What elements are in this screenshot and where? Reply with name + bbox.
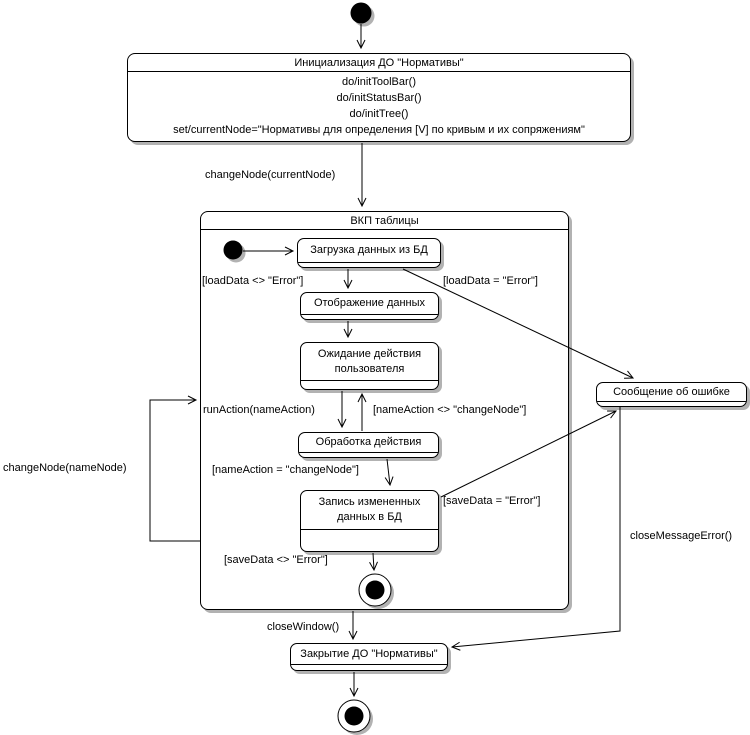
state-title: Загрузка данных из БД — [310, 244, 428, 256]
label-savedata-ok: [saveData <> "Error"] — [224, 554, 328, 566]
state-action-line: do/initTree() — [349, 108, 409, 120]
state-title: ВКП таблицы — [201, 212, 568, 230]
state-compartment — [299, 452, 438, 457]
state-action-line: do/initToolBar() — [342, 76, 416, 88]
label-close-window: closeWindow() — [267, 621, 340, 633]
state-process-action: Обработка действия — [298, 432, 439, 458]
state-title: Отображение данных — [313, 297, 426, 309]
state-actions: do/initToolBar() do/initStatusBar() do/i… — [128, 72, 630, 138]
label-close-message-error: closeMessageError() — [630, 530, 733, 542]
state-action-line: set/currentNode="Нормативы для определен… — [173, 124, 585, 136]
label-loaddata-error: [loadData = "Error"] — [443, 275, 538, 287]
transition-vkp-self-loop — [149, 395, 200, 542]
state-title: Ожидание действия пользователя — [317, 347, 422, 375]
state-init-do: Инициализация ДО "Нормативы" do/initTool… — [127, 53, 631, 142]
state-compartment — [597, 401, 746, 406]
state-compartment — [298, 262, 440, 267]
state-compartment — [301, 314, 438, 319]
label-run-action: runAction(nameAction) — [203, 404, 315, 416]
state-compartment — [301, 529, 438, 551]
final-state-bottom — [337, 699, 373, 735]
label-savedata-error: [saveData = "Error"] — [443, 495, 541, 507]
state-save-data: Запись измененных данных в БД — [300, 490, 439, 552]
state-compartment — [301, 380, 438, 389]
state-error-message: Сообщение об ошибке — [596, 382, 747, 407]
state-action-line: do/initStatusBar() — [336, 92, 422, 104]
label-change-node: changeNode(nameNode) — [3, 462, 127, 474]
state-title: Запись измененных данных в БД — [318, 496, 421, 523]
state-compartment — [291, 664, 447, 670]
initial-state-top — [350, 2, 375, 27]
state-title: Инициализация ДО "Нормативы" — [128, 54, 630, 72]
state-wait-user-action: Ожидание действия пользователя — [300, 342, 439, 390]
label-nameaction-other: [nameAction <> "changeNode"] — [373, 404, 527, 416]
state-load-data: Загрузка данных из БД — [297, 238, 441, 268]
state-title: Сообщение об ошибке — [613, 385, 730, 398]
state-title: Обработка действия — [315, 436, 422, 448]
label-nameaction-changenode: [nameAction = "changeNode"] — [212, 464, 359, 476]
label-loaddata-ok: [loadData <> "Error"] — [202, 275, 304, 287]
state-title: Закрытие ДО "Нормативы" — [300, 647, 438, 660]
label-change-current-node: changeNode(currentNode) — [205, 169, 336, 181]
state-display-data: Отображение данных — [300, 292, 439, 320]
state-close-do: Закрытие ДО "Нормативы" — [290, 643, 448, 671]
